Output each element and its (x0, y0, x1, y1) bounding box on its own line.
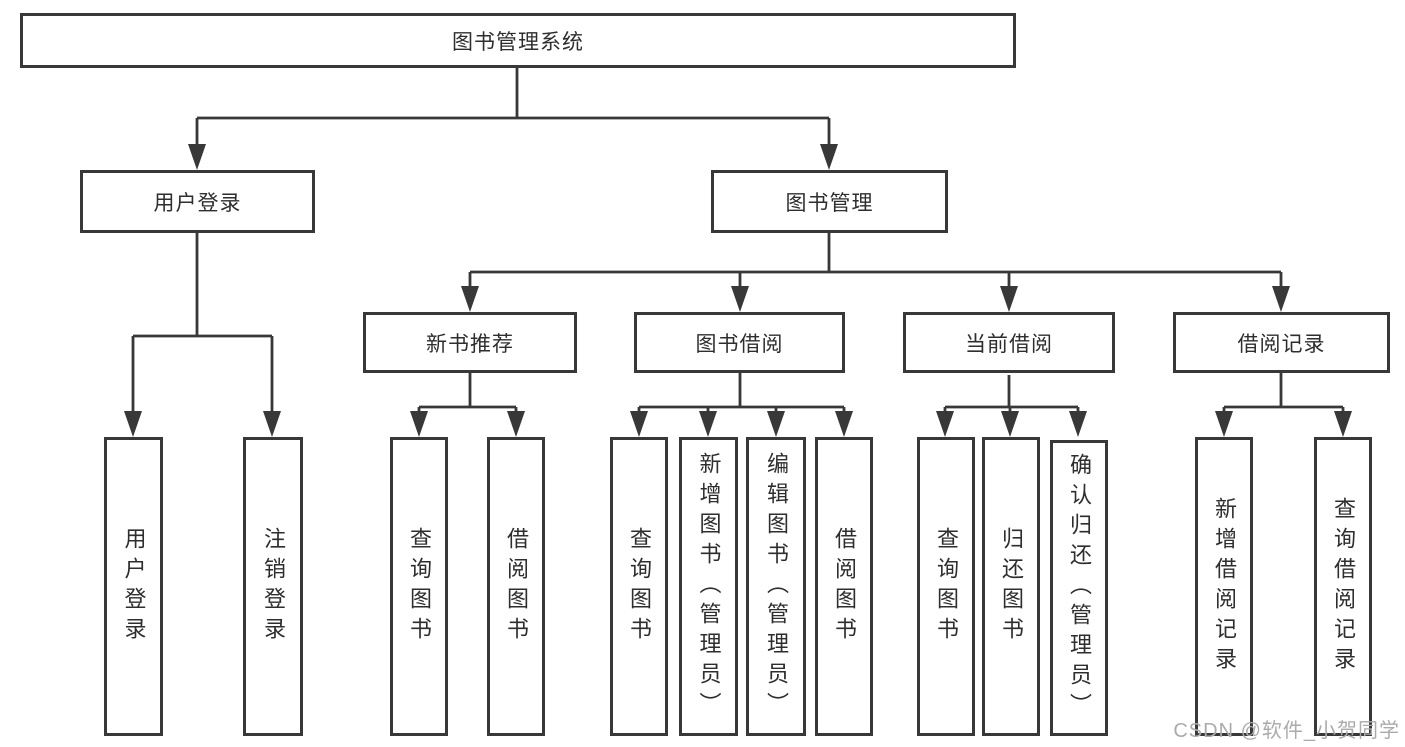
leaf-edit-books-admin: 编辑图书（管理员） (746, 437, 806, 736)
leaf-add-books-admin: 新增图书（管理员） (679, 437, 738, 736)
leaf-user-login: 用户登录 (104, 437, 163, 736)
group-current-borrow: 当前借阅 (903, 312, 1115, 373)
leaf-return-books: 归还图书 (982, 437, 1040, 736)
leaf-borrow-books-recommend: 借阅图书 (487, 437, 545, 736)
leaf-query-books-recommend: 查询图书 (390, 437, 448, 736)
root-node-library-system: 图书管理系统 (20, 13, 1016, 68)
leaf-query-books-current: 查询图书 (917, 437, 975, 736)
leaf-query-books-borrow: 查询图书 (610, 437, 668, 736)
group-new-book-recommend: 新书推荐 (363, 312, 577, 373)
group-borrow-records: 借阅记录 (1173, 312, 1390, 373)
branch-book-management: 图书管理 (711, 170, 948, 233)
group-book-borrow: 图书借阅 (634, 312, 845, 373)
csdn-watermark: CSDN @软件_小贺同学 (1173, 720, 1400, 742)
leaf-borrow-books: 借阅图书 (815, 437, 873, 736)
leaf-add-borrow-record: 新增借阅记录 (1195, 437, 1253, 736)
leaf-logout: 注销登录 (243, 437, 303, 736)
leaf-query-borrow-record: 查询借阅记录 (1314, 437, 1372, 736)
leaf-confirm-return-admin: 确认归还（管理员） (1050, 440, 1108, 736)
branch-user-login: 用户登录 (80, 170, 315, 233)
